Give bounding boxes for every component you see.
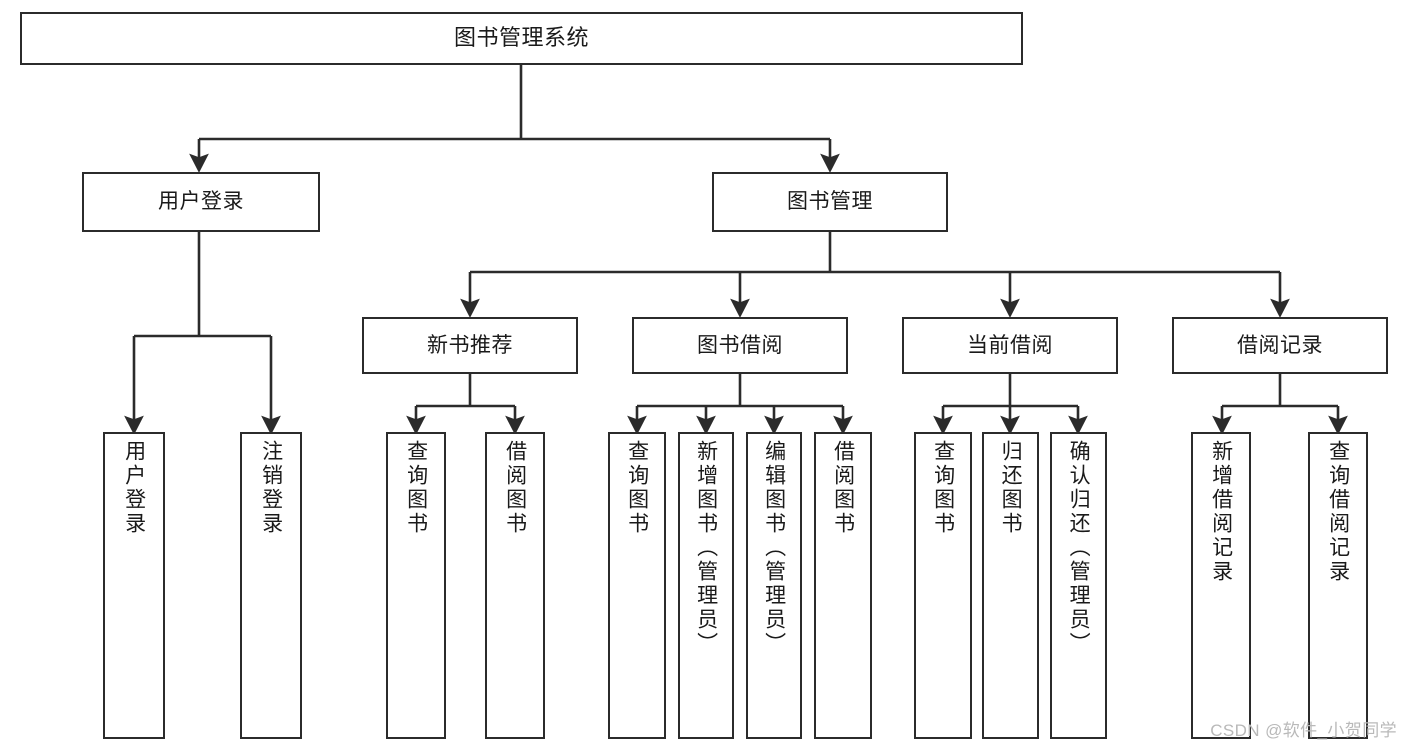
node-leaf-query-book-new[interactable]: 查询图书	[386, 432, 446, 739]
node-current-borrow[interactable]: 当前借阅	[902, 317, 1118, 374]
node-label: 图书管理系统	[453, 25, 589, 51]
node-label: 编辑图书（管理员）	[762, 440, 786, 656]
node-leaf-query-borrow-record[interactable]: 查询借阅记录	[1308, 432, 1368, 739]
node-label: 借阅记录	[1237, 333, 1323, 357]
node-borrow-record[interactable]: 借阅记录	[1172, 317, 1388, 374]
node-new-book-recommendation[interactable]: 新书推荐	[362, 317, 578, 374]
node-leaf-add-book-admin[interactable]: 新增图书（管理员）	[678, 432, 734, 739]
node-label: 新增图书（管理员）	[694, 440, 718, 656]
node-leaf-confirm-return-admin[interactable]: 确认归还（管理员）	[1050, 432, 1107, 739]
node-label: 借阅图书	[503, 440, 527, 536]
node-label: 当前借阅	[967, 333, 1053, 357]
node-leaf-query-book-borrow[interactable]: 查询图书	[608, 432, 666, 739]
node-label: 用户登录	[122, 440, 146, 536]
node-label: 图书管理	[787, 190, 873, 214]
csdn-watermark: CSDN @软件_小贺同学	[1210, 721, 1397, 740]
node-label: 借阅图书	[831, 440, 855, 536]
node-leaf-add-borrow-record[interactable]: 新增借阅记录	[1191, 432, 1251, 739]
node-user-login[interactable]: 用户登录	[82, 172, 320, 232]
node-label: 新增借阅记录	[1209, 440, 1233, 584]
node-label: 确认归还（管理员）	[1067, 440, 1091, 656]
node-leaf-borrow-book-new[interactable]: 借阅图书	[485, 432, 545, 739]
node-label: 图书借阅	[697, 333, 783, 357]
node-book-management[interactable]: 图书管理	[712, 172, 948, 232]
node-label: 注销登录	[259, 440, 283, 536]
node-label: 用户登录	[158, 190, 244, 214]
node-label: 查询图书	[931, 440, 955, 536]
node-label: 查询图书	[625, 440, 649, 536]
node-leaf-user-login[interactable]: 用户登录	[103, 432, 165, 739]
node-book-borrow[interactable]: 图书借阅	[632, 317, 848, 374]
node-leaf-logout[interactable]: 注销登录	[240, 432, 302, 739]
node-label: 查询借阅记录	[1326, 440, 1350, 584]
node-leaf-edit-book-admin[interactable]: 编辑图书（管理员）	[746, 432, 802, 739]
node-label: 新书推荐	[427, 333, 513, 357]
node-label: 查询图书	[404, 440, 428, 536]
node-leaf-borrow-book[interactable]: 借阅图书	[814, 432, 872, 739]
node-leaf-return-book[interactable]: 归还图书	[982, 432, 1039, 739]
node-label: 归还图书	[999, 440, 1023, 536]
node-leaf-query-book-current[interactable]: 查询图书	[914, 432, 972, 739]
node-root-book-management-system[interactable]: 图书管理系统	[20, 12, 1023, 65]
